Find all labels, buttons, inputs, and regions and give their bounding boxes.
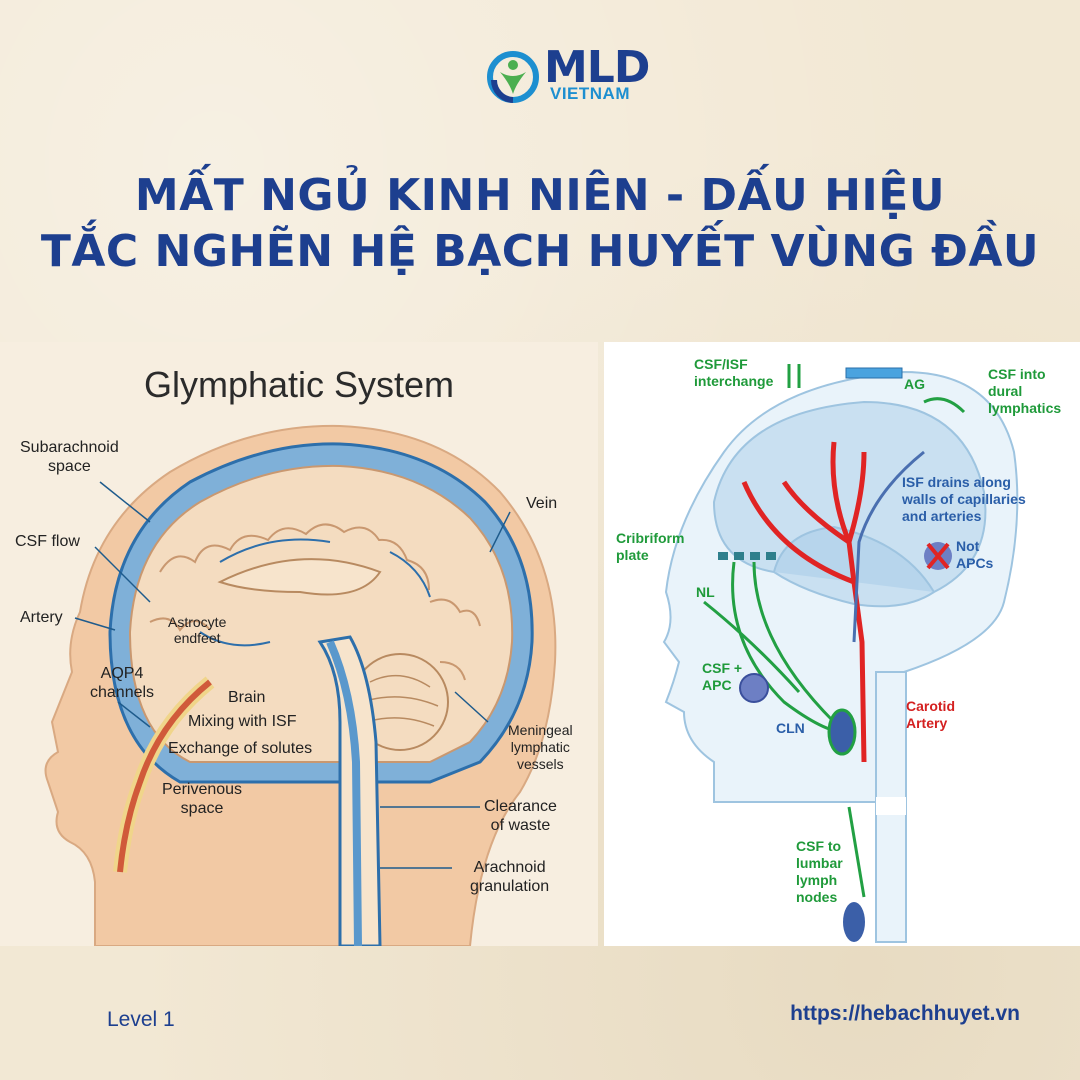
label-ag: AG: [904, 376, 925, 392]
label-text: lymphatics: [988, 400, 1062, 416]
drainage-illustration: [662, 364, 1019, 943]
label-text: plate: [616, 547, 649, 563]
label-mixing-isf: Mixing with ISF: [188, 713, 297, 730]
label-text: APCs: [956, 555, 994, 571]
headline-line-1: MẤT NGỦ KINH NIÊN - DẤU HIỆU: [134, 170, 946, 221]
label-text: and arteries: [902, 508, 982, 524]
glymphatic-title: Glymphatic System: [143, 364, 455, 405]
label-csf-apc: CSF + APC: [702, 660, 742, 694]
label-text: granulation: [470, 878, 550, 895]
label-text: Carotid: [906, 698, 955, 714]
label-text: CSF to: [796, 838, 842, 854]
label-text: CSF into dural: [988, 366, 1046, 399]
label-lumbar-lymph-nodes: CSF to lumbar lymph nodes: [796, 838, 843, 906]
label-csf-isf-interchange: CSF/ISF interchange: [694, 356, 773, 390]
label-text: Arachnoid: [473, 859, 546, 876]
label-subarachnoid-space: Subarachnoid space: [20, 438, 119, 476]
label-text: vessels: [516, 756, 564, 772]
logo-wordmark: MLD: [544, 42, 650, 93]
label-text: space: [180, 800, 224, 817]
label-text: Cribriform: [616, 530, 685, 546]
label-text: space: [48, 458, 91, 475]
label-text: lymph: [796, 872, 838, 888]
label-text: Meningeal: [508, 722, 573, 738]
label-arachnoid-granulation: Arachnoid granulation: [470, 858, 549, 896]
label-clearance-waste: Clearance of waste: [484, 797, 557, 835]
glymphatic-illustration: [44, 424, 557, 946]
logo-subtitle: VIETNAM: [550, 84, 630, 103]
label-text: interchange: [694, 373, 774, 389]
label-dural-lymphatics: CSF into dural lymphatics: [988, 366, 1080, 417]
label-text: Subarachnoid: [20, 439, 119, 456]
label-not-apcs: Not APCs: [956, 538, 993, 572]
label-cln: CLN: [776, 720, 805, 736]
label-artery: Artery: [20, 609, 63, 626]
lymphatic-drainage-diagram: CSF/ISF interchange AG CSF into dural ly…: [604, 342, 1080, 946]
logo-person-icon: [487, 51, 539, 103]
label-text: of waste: [490, 817, 551, 834]
label-text: Not: [956, 538, 980, 554]
label-text: ISF drains along: [902, 474, 1011, 490]
label-aqp4: AQP4 channels: [90, 664, 154, 702]
brand-logo: MLD VIETNAM: [486, 42, 656, 110]
label-text: APC: [702, 677, 732, 693]
label-cribriform-plate: Cribriform plate: [616, 530, 684, 564]
label-text: Perivenous: [162, 781, 243, 798]
label-isf-drains: ISF drains along walls of capillaries an…: [902, 474, 1026, 525]
label-exchange-solutes: Exchange of solutes: [168, 740, 313, 757]
label-vein: Vein: [526, 495, 558, 512]
label-text: Artery: [906, 715, 948, 731]
label-text: lymphatic: [510, 739, 570, 755]
label-carotid-artery: Carotid Artery: [906, 698, 955, 732]
headline-line-2: TẮC NGHẼN HỆ BẠCH HUYẾT VÙNG ĐẦU: [40, 226, 1040, 277]
label-meningeal-lymphatic: Meningeal lymphatic vessels: [508, 722, 573, 773]
level-label: Level 1: [107, 1008, 175, 1031]
headline: MẤT NGỦ KINH NIÊN - DẤU HIỆU TẮC NGHẼN H…: [0, 168, 1080, 280]
label-text: channels: [90, 684, 155, 701]
label-text: Clearance: [484, 798, 557, 815]
label-text: endfeet: [173, 630, 221, 646]
label-text: walls of capillaries: [902, 491, 1026, 507]
label-text: CSF/ISF: [694, 356, 748, 372]
label-text: nodes: [796, 889, 838, 905]
label-astrocyte-endfeet: Astrocyte endfeet: [168, 614, 226, 646]
label-perivenous-space: Perivenous space: [162, 780, 242, 818]
label-text: CSF +: [702, 660, 743, 676]
glymphatic-diagram: Glymphatic System Subarachnoid space CSF…: [0, 342, 598, 946]
label-csf-flow: CSF flow: [15, 533, 80, 550]
label-nl: NL: [696, 584, 715, 600]
label-text: AQP4: [100, 665, 144, 682]
label-text: lumbar: [796, 855, 843, 871]
label-brain: Brain: [228, 689, 266, 706]
website-link[interactable]: https://hebachhuyet.vn: [790, 1002, 1020, 1025]
label-text: Astrocyte: [168, 614, 227, 630]
